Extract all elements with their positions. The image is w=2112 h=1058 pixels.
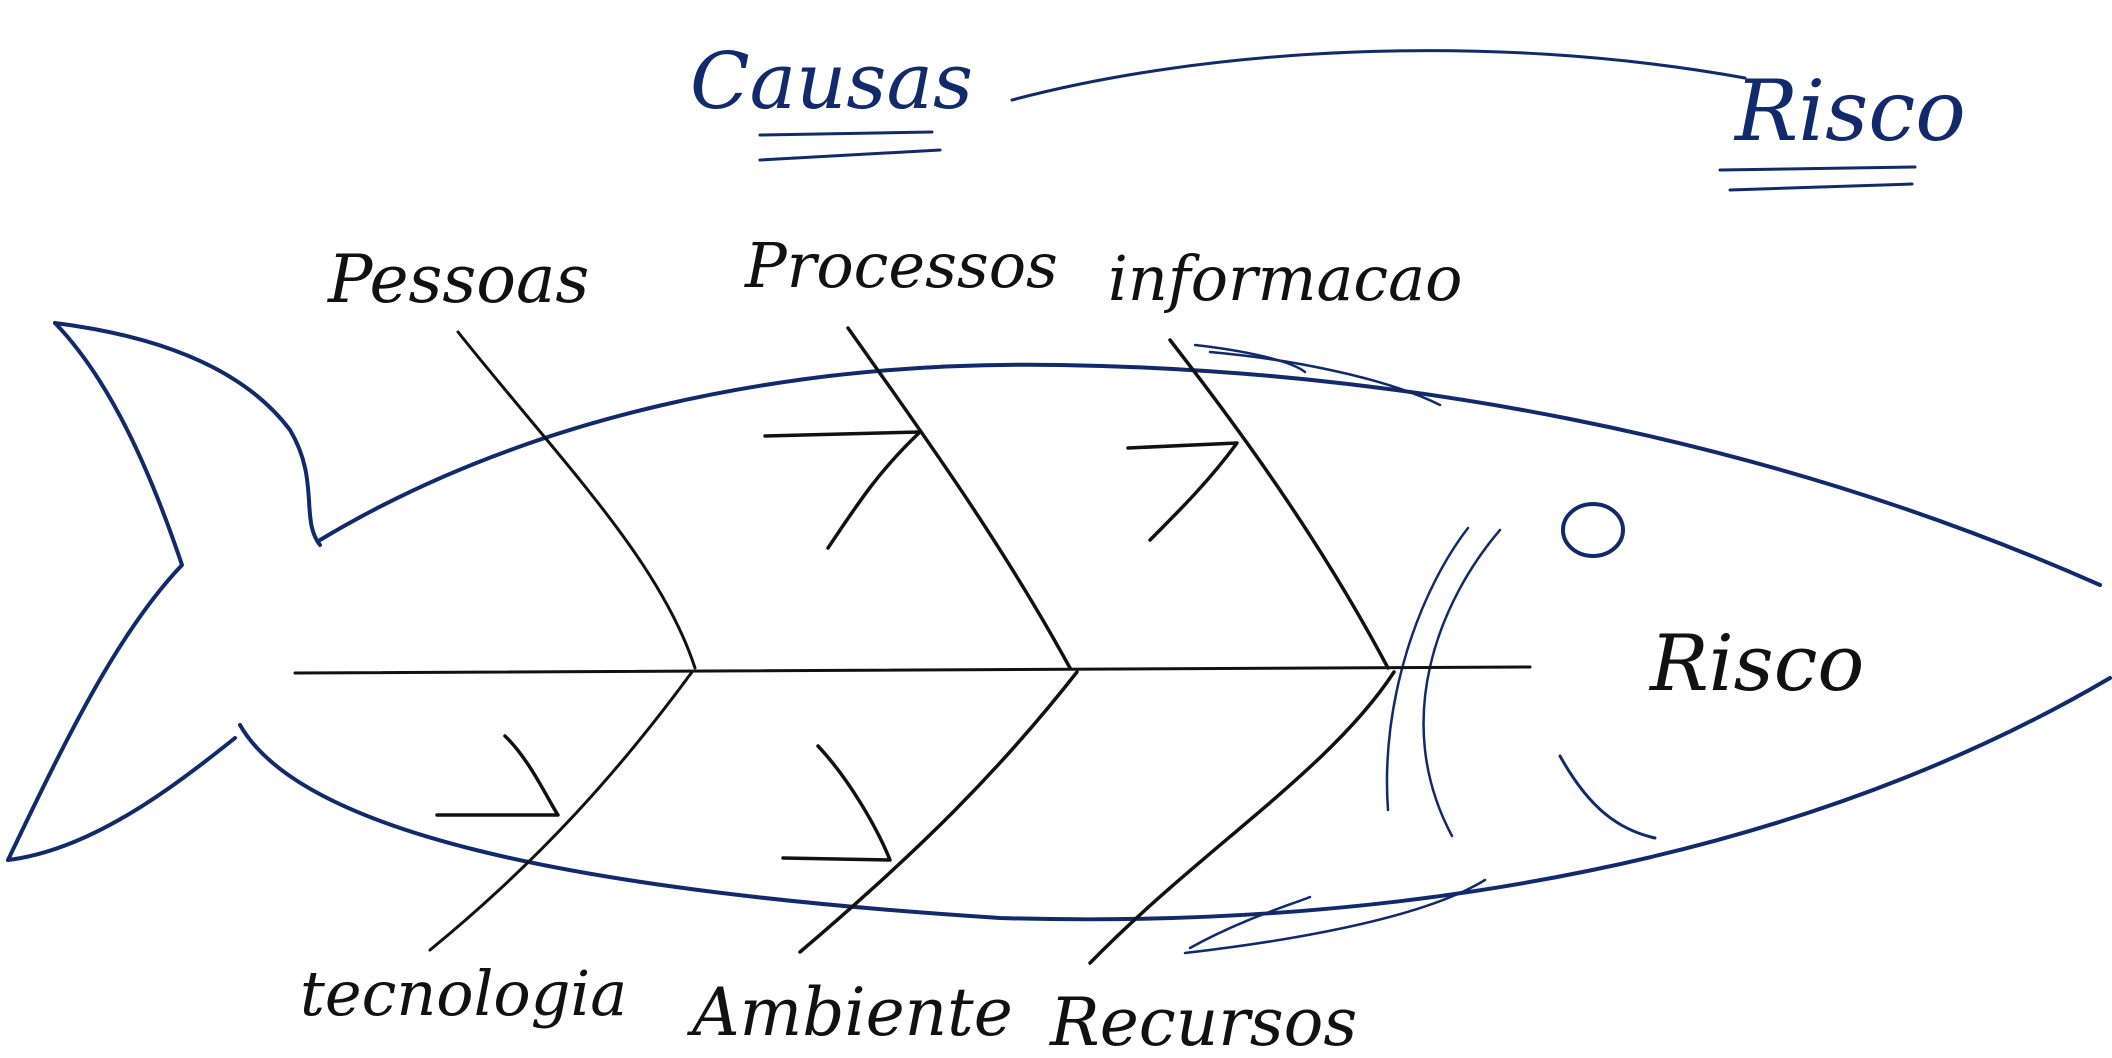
category-label-ambiente: Ambiente	[686, 974, 1013, 1051]
category-label-recursos: Recursos	[1049, 984, 1357, 1058]
category-label-tecnologia: tecnologia	[300, 957, 627, 1030]
fish-tail-lower	[8, 738, 235, 860]
header-arc	[1012, 51, 1745, 100]
sub-bone-ambiente	[783, 746, 890, 860]
risco-title: Risco	[1733, 62, 1966, 160]
fish-mouth	[1560, 756, 1655, 838]
bone-bottom-recursos	[1090, 672, 1394, 963]
bone-top-informacao	[1170, 340, 1388, 668]
bone-top-processos	[848, 328, 1070, 668]
fish-tail-left	[8, 323, 182, 860]
category-label-processos: Processos	[744, 229, 1058, 302]
fish-eye	[1563, 504, 1623, 556]
sub-bone-processos	[765, 432, 920, 548]
top-fin-stroke-2	[1210, 352, 1440, 405]
causas-title: Causas	[690, 37, 973, 127]
causas-underline-2	[760, 150, 940, 160]
bone-top-pessoas	[458, 332, 695, 668]
effect-label: Risco	[1648, 619, 1864, 709]
risco-underline-2	[1730, 184, 1912, 190]
fish-tail	[55, 323, 320, 545]
category-label-informacao: informacao	[1108, 242, 1462, 315]
bone-bottom-tecnologia	[430, 672, 692, 950]
sub-bone-informacao	[1128, 443, 1237, 540]
risco-underline-1	[1720, 167, 1915, 170]
bone-bottom-ambiente	[800, 672, 1077, 952]
top-fin-stroke-1	[1195, 345, 1305, 372]
sub-bone-tecnologia	[437, 736, 558, 815]
fishbone-bones	[295, 328, 1530, 963]
category-label-pessoas: Pessoas	[327, 241, 589, 318]
bottom-fin-stroke-2	[1190, 897, 1310, 948]
spine	[295, 667, 1530, 673]
causas-underline-1	[760, 132, 932, 135]
gill-line-2	[1424, 530, 1500, 836]
labels: Causas Risco Pessoas Processos informaca…	[300, 37, 1966, 1058]
